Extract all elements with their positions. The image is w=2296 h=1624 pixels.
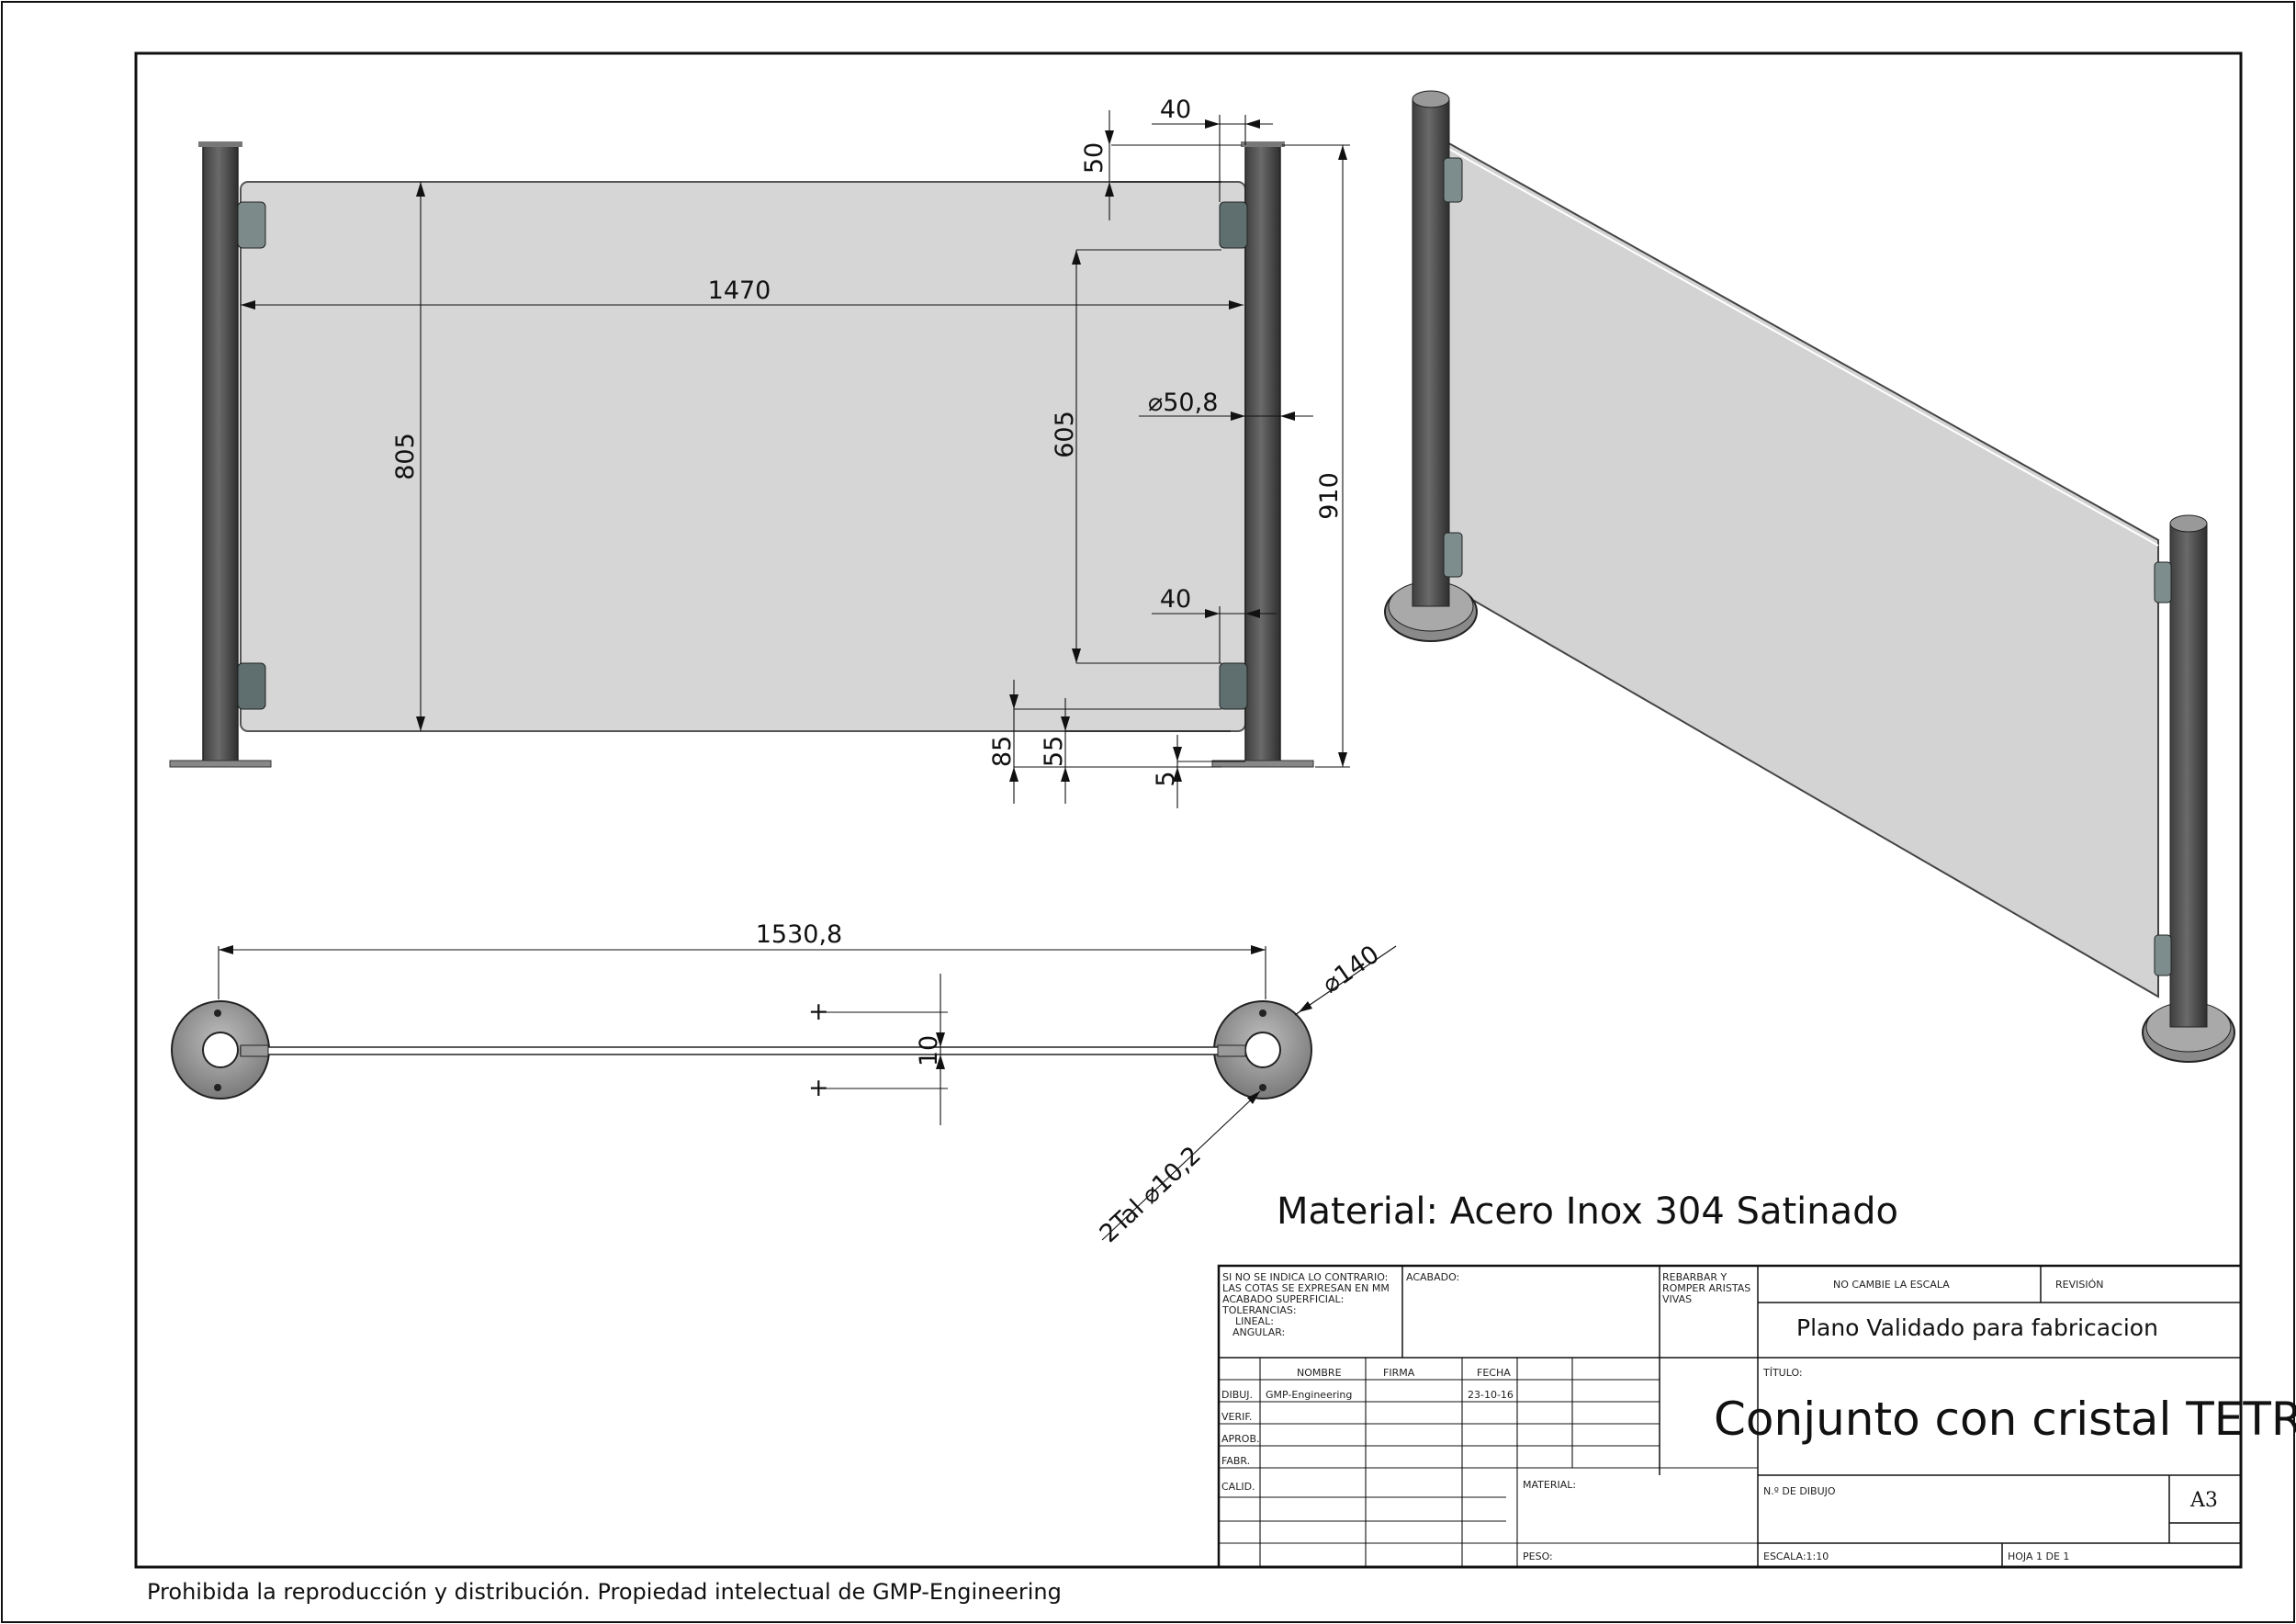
row-aprob: APROB. [1221, 1433, 1260, 1445]
rebarbar-line-1: REBARBAR Y [1662, 1271, 1728, 1283]
dibuj-fecha: 23-10-16 [1468, 1389, 1514, 1401]
note-line-6: ANGULAR: [1232, 1326, 1285, 1338]
iso-glass [1445, 140, 2159, 998]
clip-top-left [237, 201, 266, 249]
acabado-label: ACABADO: [1406, 1271, 1459, 1283]
footer-note: Prohibida la reproducción y distribución… [147, 1579, 1062, 1605]
dim-base-diameter: ⌀140 [1317, 940, 1384, 998]
col-nombre: NOMBRE [1297, 1367, 1342, 1379]
rebarbar-line-2: ROMPER ARISTAS [1662, 1282, 1750, 1294]
drawing-title: Conjunto con cristal TETRIS [1714, 1393, 2296, 1446]
drawing-frame [134, 51, 2243, 1569]
plan-view: 1530,8 + + 10 ⌀140 2Tal ⌀10,2 [171, 920, 1397, 1248]
titulo-label: TÍTULO: [1762, 1367, 1803, 1379]
clip-top-right [1219, 201, 1248, 249]
peso-label: PESO: [1523, 1551, 1553, 1562]
drawing-no-label: N.º DE DIBUJO [1763, 1485, 1836, 1497]
left-base [169, 760, 272, 768]
note-line-5: LINEAL: [1235, 1315, 1274, 1327]
dim-post-diameter: ⌀50,8 [1148, 389, 1218, 417]
dim-clip-top: 40 [1160, 96, 1191, 124]
dim-910: 910 [1315, 472, 1344, 520]
dim-holes: 2Tal ⌀10,2 [1095, 1141, 1207, 1248]
no-scale-label: NO CAMBIE LA ESCALA [1833, 1279, 1950, 1291]
front-view: 1470 805 605 ⌀50,8 910 50 40 [169, 96, 1350, 808]
col-fecha: FECHA [1477, 1367, 1511, 1379]
hoja-label: HOJA 1 DE 1 [2008, 1551, 2069, 1562]
material-note: Material: Acero Inox 304 Satinado [1277, 1190, 1898, 1233]
title-block: SI NO SE INDICA LO CONTRARIO: LAS COTAS … [1217, 1264, 2296, 1569]
clip-bottom-left [237, 662, 266, 710]
dim-805: 805 [391, 433, 420, 480]
dibuj-nombre: GMP-Engineering [1266, 1389, 1352, 1401]
escala-label: ESCALA:1:10 [1763, 1551, 1829, 1562]
row-calid: CALID. [1221, 1481, 1255, 1493]
right-base [1211, 760, 1314, 768]
dim-85: 85 [988, 736, 1017, 767]
iso-left-post [1412, 98, 1450, 607]
sheet-size: A3 [2189, 1489, 2218, 1512]
svg-text:+: + [808, 998, 829, 1026]
right-post [1244, 144, 1281, 763]
dim-605: 605 [1051, 411, 1079, 458]
dim-glass-thickness: 10 [915, 1035, 943, 1066]
dim-1530: 1530,8 [756, 920, 842, 949]
material-label: MATERIAL: [1523, 1479, 1576, 1491]
left-post [202, 144, 239, 763]
clip-bottom-right [1219, 662, 1248, 710]
glass-plan [240, 1046, 1246, 1055]
row-dibuj: DIBUJ. [1221, 1389, 1253, 1401]
dim-55: 55 [1040, 736, 1068, 767]
svg-text:+: + [808, 1074, 829, 1102]
col-firma: FIRMA [1383, 1367, 1415, 1379]
revision-label: REVISIÓN [2055, 1279, 2103, 1291]
dim-1470: 1470 [708, 276, 771, 305]
row-fabr: FABR. [1221, 1455, 1250, 1467]
note-line-2: LAS COTAS SE EXPRESAN EN MM [1222, 1282, 1390, 1294]
row-verif: VERIF. [1221, 1411, 1252, 1423]
rebarbar-line-3: VIVAS [1662, 1293, 1692, 1305]
note-line-3: ACABADO SUPERFICIAL: [1222, 1293, 1344, 1305]
validated-label: Plano Validado para fabricacion [1796, 1314, 2158, 1341]
dim-clip-bottom: 40 [1160, 585, 1191, 614]
isometric-view [1384, 90, 2235, 1063]
iso-right-post [2169, 523, 2208, 1028]
dim-5: 5 [1152, 771, 1180, 786]
note-line-4: TOLERANCIAS: [1221, 1304, 1297, 1316]
note-line-1: SI NO SE INDICA LO CONTRARIO: [1222, 1271, 1388, 1283]
dim-top-offset: 50 [1080, 142, 1109, 174]
